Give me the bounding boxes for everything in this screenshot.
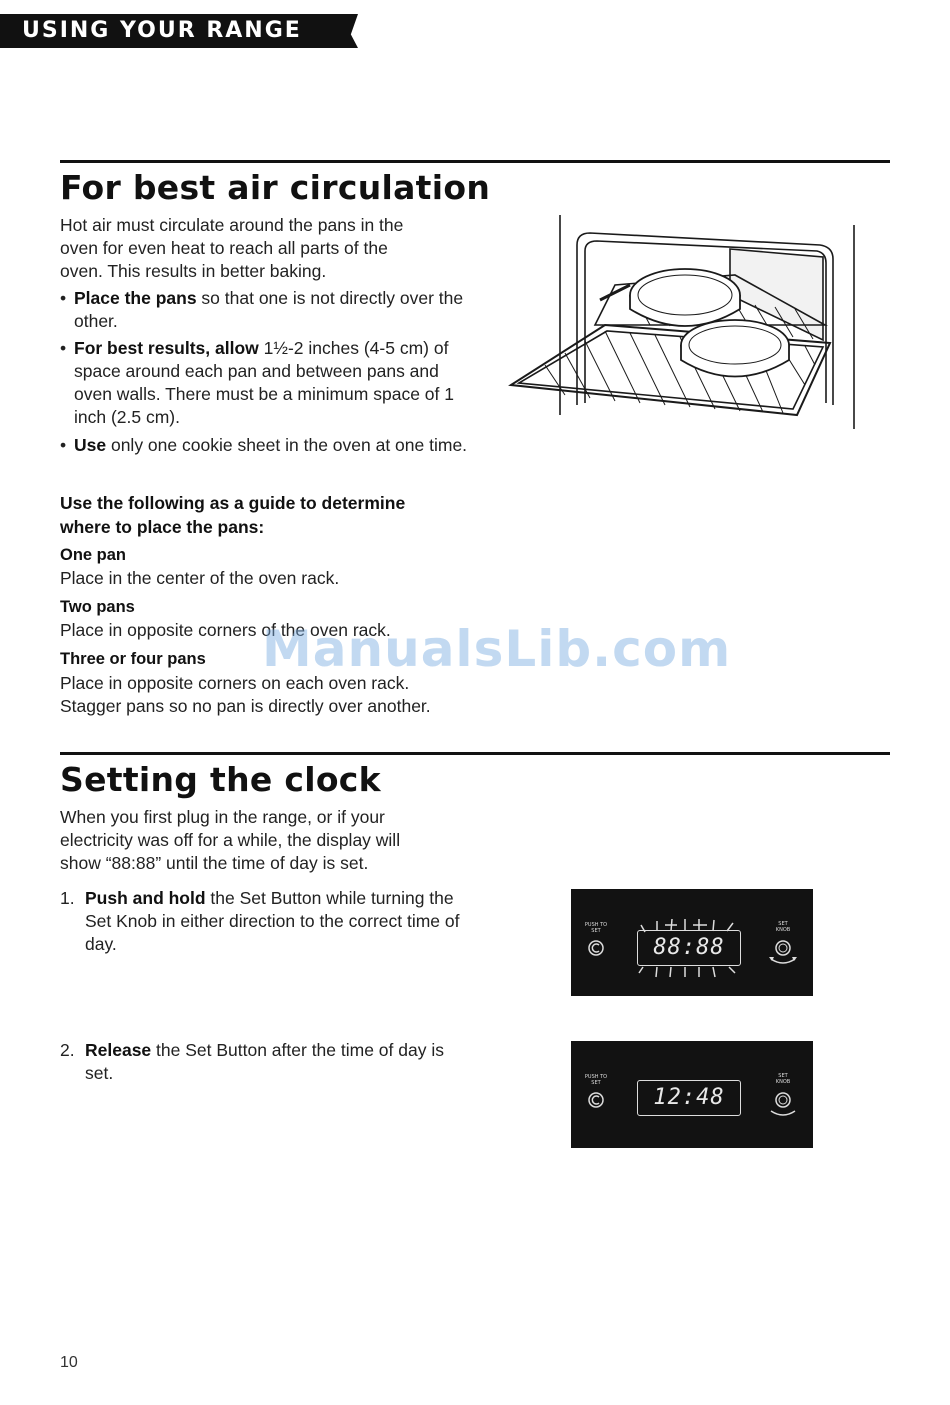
placement-title: One pan <box>60 546 127 564</box>
blink-marks-bottom-icon <box>638 966 736 978</box>
step-text: the Set Button while turning the Set Kno… <box>85 888 460 954</box>
oven-rack-illustration <box>508 215 855 429</box>
clock-intro-line: When you first plug in the range, or if … <box>60 807 385 827</box>
step-item: 1. Push and hold the Set Button while tu… <box>60 887 460 956</box>
push-to-set-label: PUSH TO SET <box>584 922 608 934</box>
clock-intro-line: electricity was off for a while, the dis… <box>60 830 401 850</box>
set-knob-icon[interactable] <box>767 1089 799 1121</box>
intro-line: Hot air must circulate around the pans i… <box>60 215 404 235</box>
guide-heading: Use the following as a guide to determin… <box>60 493 406 513</box>
set-knob-label: SET KNOB <box>775 921 791 933</box>
step-lead: Push and hold <box>85 888 206 908</box>
clock-display: 12:48 <box>637 1080 741 1116</box>
bullet-item: • Place the pans so that one is not dire… <box>60 288 464 331</box>
set-knob-label: SET KNOB <box>775 1073 791 1085</box>
bullet-lead: Use <box>74 435 107 455</box>
section-rule <box>60 160 890 163</box>
bullet-text: only one cookie sheet in the oven at one… <box>106 435 468 455</box>
clock-title: Setting the clock <box>60 760 381 799</box>
clock-panel-setting: PUSH TO SET 88:88 SET KNOB <box>571 889 813 996</box>
placement-text: Place in opposite corners on each oven r… <box>60 673 431 716</box>
bullet-item: • Use only one cookie sheet in the oven … <box>60 435 468 455</box>
watermark: ManualsLib.com <box>262 620 732 678</box>
step-number: 1. <box>60 888 75 908</box>
bullet-text: so that one is not directly over the oth… <box>74 288 464 331</box>
clock-intro-line: show “88:88” until the time of day is se… <box>60 853 369 873</box>
placement-text: Place in opposite corners of the oven ra… <box>60 620 391 640</box>
section-rule <box>60 752 890 755</box>
placement-title: Two pans <box>60 598 135 616</box>
placement-title: Three or four pans <box>60 650 206 668</box>
page-number: 10 <box>60 1354 78 1371</box>
push-to-set-label: PUSH TO SET <box>584 1074 608 1086</box>
guide-heading: where to place the pans: <box>60 517 265 537</box>
placement-text: Place in the center of the oven rack. <box>60 568 340 588</box>
intro-line: oven. This results in better baking. <box>60 261 327 281</box>
step-number: 2. <box>60 1040 75 1060</box>
set-knob-icon[interactable] <box>767 937 799 969</box>
clock-panel-set: PUSH TO SET 12:48 SET KNOB <box>571 1041 813 1148</box>
bullet-item: • For best results, allow 1½-2 inches (4… <box>60 338 454 427</box>
air-circulation-title: For best air circulation <box>60 168 491 207</box>
bullet-lead: Place the pans <box>74 288 197 308</box>
step-item: 2. Release the Set Button after the time… <box>60 1039 460 1085</box>
bullet-text: 1½-2 inches (4-5 cm) of space around eac… <box>74 338 454 427</box>
section-header: USING YOUR RANGE <box>0 14 358 48</box>
step-text: the Set Button after the time of day is … <box>85 1040 444 1083</box>
bullet-lead: For best results, allow <box>74 338 259 358</box>
step-lead: Release <box>85 1040 152 1060</box>
clock-display: 88:88 <box>637 930 741 966</box>
intro-line: oven for even heat to reach all parts of… <box>60 238 388 258</box>
set-button-icon[interactable] <box>587 1091 605 1109</box>
set-button-icon[interactable] <box>587 939 605 957</box>
